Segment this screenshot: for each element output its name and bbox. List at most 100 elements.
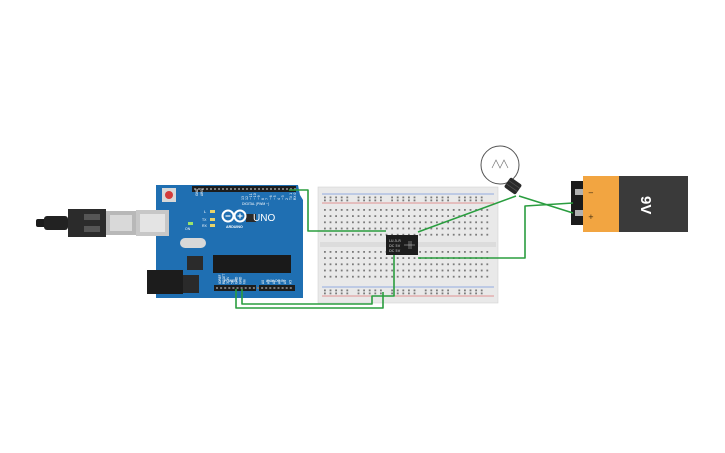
breadboard-hole[interactable] (352, 257, 354, 259)
breadboard-hole[interactable] (368, 257, 371, 259)
breadboard-hole[interactable] (357, 233, 360, 236)
breadboard-hole[interactable] (329, 196, 332, 199)
breadboard-hole[interactable] (452, 275, 455, 278)
breadboard-hole[interactable] (357, 275, 360, 278)
breadboard-hole[interactable] (464, 196, 466, 199)
breadboard-hole[interactable] (368, 221, 371, 224)
breadboard-hole[interactable] (447, 233, 449, 236)
breadboard-hole[interactable] (391, 209, 393, 211)
breadboard-hole[interactable] (430, 221, 433, 224)
header-hole[interactable] (246, 188, 248, 190)
breadboard-hole[interactable] (352, 209, 354, 211)
breadboard-hole[interactable] (413, 209, 416, 211)
breadboard-hole[interactable] (340, 209, 343, 211)
breadboard-hole[interactable] (480, 215, 483, 217)
breadboard-hole[interactable] (408, 289, 410, 292)
breadboard-hole[interactable] (436, 289, 438, 292)
breadboard-hole[interactable] (436, 215, 438, 217)
breadboard-hole[interactable] (352, 233, 354, 236)
breadboard-hole[interactable] (329, 209, 332, 211)
breadboard-hole[interactable] (374, 269, 377, 272)
breadboard-hole[interactable] (335, 263, 337, 266)
breadboard-hole[interactable] (424, 221, 427, 224)
breadboard-hole[interactable] (357, 199, 360, 202)
breadboard-hole[interactable] (413, 275, 416, 278)
breadboard-hole[interactable] (357, 209, 360, 211)
breadboard-hole[interactable] (329, 227, 332, 230)
breadboard-hole[interactable] (324, 221, 326, 224)
breadboard-hole[interactable] (346, 215, 349, 217)
breadboard-hole[interactable] (447, 199, 449, 202)
breadboard-hole[interactable] (402, 233, 405, 236)
breadboard-hole[interactable] (408, 221, 410, 224)
breadboard-hole[interactable] (424, 251, 427, 253)
breadboard-hole[interactable] (441, 196, 444, 199)
header-hole[interactable] (238, 188, 240, 190)
breadboard-hole[interactable] (402, 257, 405, 259)
breadboard-hole[interactable] (441, 233, 444, 236)
breadboard-hole[interactable] (391, 292, 393, 295)
breadboard-hole[interactable] (329, 275, 332, 278)
header-hole[interactable] (224, 287, 227, 289)
breadboard-hole[interactable] (458, 209, 461, 211)
breadboard-hole[interactable] (340, 257, 343, 259)
breadboard-hole[interactable] (480, 263, 483, 266)
breadboard-hole[interactable] (335, 209, 337, 211)
breadboard-hole[interactable] (464, 227, 466, 230)
breadboard-hole[interactable] (335, 251, 337, 253)
breadboard-hole[interactable] (374, 233, 377, 236)
breadboard-hole[interactable] (396, 215, 399, 217)
breadboard-hole[interactable] (464, 209, 466, 211)
header-hole[interactable] (242, 188, 244, 190)
breadboard-hole[interactable] (413, 233, 416, 236)
breadboard-hole[interactable] (475, 233, 477, 236)
header-hole[interactable] (216, 287, 218, 289)
breadboard-hole[interactable] (368, 227, 371, 230)
breadboard-hole[interactable] (458, 227, 461, 230)
breadboard-hole[interactable] (391, 263, 393, 266)
breadboard-hole[interactable] (363, 221, 365, 224)
header-hole[interactable] (270, 188, 272, 190)
breadboard-hole[interactable] (385, 275, 388, 278)
breadboard-hole[interactable] (374, 292, 377, 295)
breadboard-hole[interactable] (340, 221, 343, 224)
breadboard-hole[interactable] (346, 221, 349, 224)
breadboard-hole[interactable] (374, 199, 377, 202)
breadboard-hole[interactable] (374, 215, 377, 217)
breadboard-hole[interactable] (346, 209, 349, 211)
breadboard-hole[interactable] (346, 289, 349, 292)
breadboard-hole[interactable] (385, 257, 388, 259)
breadboard-hole[interactable] (357, 196, 360, 199)
breadboard-hole[interactable] (368, 215, 371, 217)
breadboard-hole[interactable] (419, 275, 421, 278)
breadboard-hole[interactable] (385, 233, 388, 236)
breadboard-hole[interactable] (452, 221, 455, 224)
breadboard-hole[interactable] (368, 233, 371, 236)
breadboard-hole[interactable] (436, 199, 438, 202)
breadboard-hole[interactable] (469, 215, 472, 217)
breadboard-hole[interactable] (447, 209, 449, 211)
breadboard-hole[interactable] (357, 292, 360, 295)
breadboard-hole[interactable] (346, 227, 349, 230)
breadboard-hole[interactable] (363, 227, 365, 230)
breadboard-hole[interactable] (402, 221, 405, 224)
breadboard-hole[interactable] (475, 263, 477, 266)
breadboard-hole[interactable] (430, 215, 433, 217)
header-hole[interactable] (202, 188, 204, 190)
breadboard-hole[interactable] (486, 269, 489, 272)
breadboard-hole[interactable] (346, 263, 349, 266)
breadboard-hole[interactable] (391, 199, 393, 202)
breadboard-hole[interactable] (329, 292, 332, 295)
breadboard-hole[interactable] (424, 292, 427, 295)
breadboard-hole[interactable] (329, 221, 332, 224)
breadboard-hole[interactable] (329, 257, 332, 259)
breadboard-hole[interactable] (408, 227, 410, 230)
breadboard-hole[interactable] (324, 209, 326, 211)
breadboard-hole[interactable] (352, 251, 354, 253)
breadboard-hole[interactable] (402, 292, 405, 295)
header-hole[interactable] (266, 188, 268, 190)
wire-pin-to-relay[interactable] (289, 189, 386, 232)
breadboard-hole[interactable] (458, 233, 461, 236)
breadboard-hole[interactable] (464, 215, 466, 217)
breadboard-hole[interactable] (335, 269, 337, 272)
